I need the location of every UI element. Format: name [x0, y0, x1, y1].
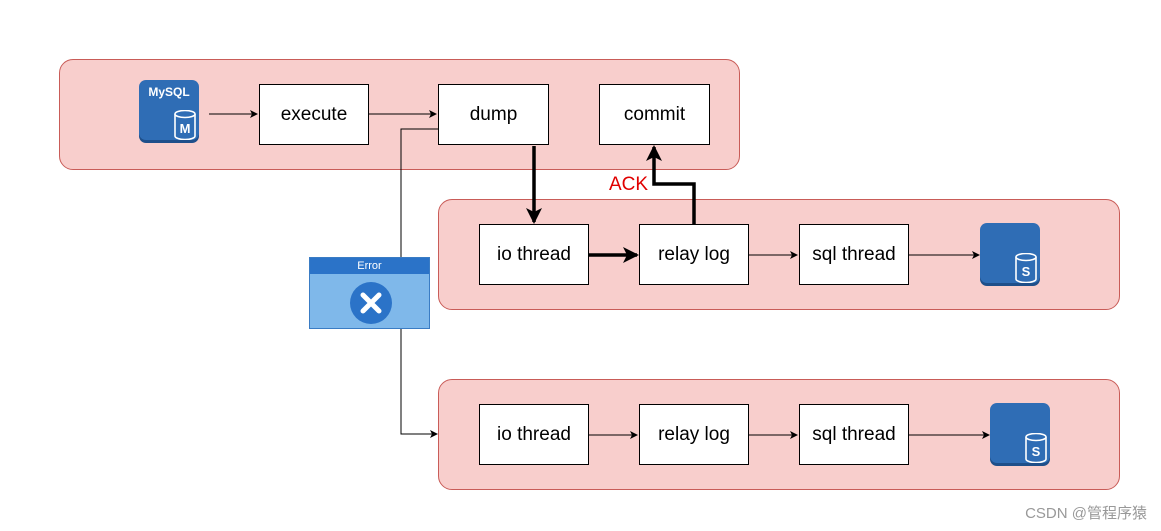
- database-cylinder-icon: S: [1015, 253, 1037, 283]
- db-badge-s: S: [1022, 264, 1031, 279]
- commit-label: commit: [623, 103, 686, 125]
- dump-node: dump: [438, 84, 549, 145]
- slave1-relay-log-node: relay log: [639, 224, 749, 285]
- error-x-icon: [350, 282, 392, 324]
- slave2-relay-log-label: relay log: [658, 423, 730, 445]
- slave2-io-thread-label: io thread: [497, 423, 571, 445]
- slave2-relay-log-node: relay log: [639, 404, 749, 465]
- mysql-master-icon: MySQL M: [139, 80, 199, 140]
- commit-node: commit: [599, 84, 710, 145]
- slave1-sql-thread-node: sql thread: [799, 224, 909, 285]
- database-cylinder-icon: M: [174, 110, 196, 140]
- slave1-sql-thread-label: sql thread: [812, 243, 896, 265]
- db-badge-s: S: [1032, 444, 1041, 459]
- watermark: CSDN @管程序猿: [1025, 505, 1147, 522]
- slave1-relay-log-label: relay log: [658, 243, 730, 265]
- slave1-io-thread-node: io thread: [479, 224, 589, 285]
- slave2-sql-thread-node: sql thread: [799, 404, 909, 465]
- slave2-io-thread-node: io thread: [479, 404, 589, 465]
- edge-ack-to-commit: [646, 145, 696, 224]
- slave1-db-icon: S: [980, 223, 1040, 283]
- execute-node: execute: [259, 84, 369, 145]
- slave2-sql-thread-label: sql thread: [812, 423, 896, 445]
- execute-label: execute: [280, 103, 348, 125]
- slave2-db-icon: S: [990, 403, 1050, 463]
- ack-label: ACK: [609, 174, 649, 195]
- database-cylinder-icon: S: [1025, 433, 1047, 463]
- error-title: Error: [310, 258, 429, 274]
- dump-label: dump: [469, 103, 518, 125]
- mysql-label: MySQL: [148, 85, 190, 99]
- slave1-io-thread-label: io thread: [497, 243, 571, 265]
- db-badge-m: M: [180, 121, 191, 136]
- error-box: Error: [309, 257, 430, 329]
